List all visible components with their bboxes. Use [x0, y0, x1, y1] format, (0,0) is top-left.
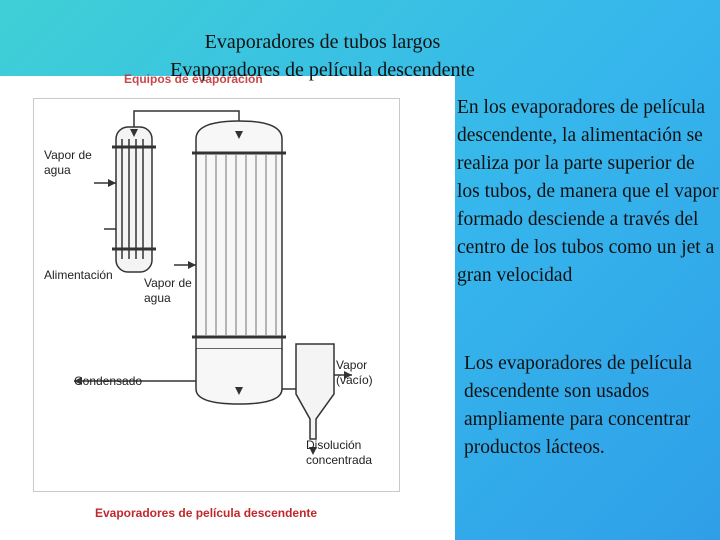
evaporator-diagram [74, 110, 352, 455]
label-alimentacion: Alimentación [44, 268, 113, 282]
slide-title-line2: Evaporadores de película descendente [170, 59, 475, 81]
diagram-figure: Equipos de evaporación [0, 72, 455, 540]
label-vapor-de-agua-2: Vapor de agua [144, 276, 192, 305]
label-condensado: Condensado [74, 374, 143, 388]
diagram-frame [33, 98, 400, 492]
label-vapor-vacio: Vapor (vacío) [336, 358, 373, 387]
slide-title-line1: Evaporadores de tubos largos [204, 31, 441, 53]
label-vapor-de-agua-1: Vapor de agua [44, 148, 92, 177]
description-paragraph: En los evaporadores de película descende… [457, 97, 719, 286]
usage-paragraph: Los evaporadores de película descendente… [464, 353, 692, 458]
label-disolucion-concentrada: Disolución concentrada [306, 438, 373, 467]
figure-caption: Evaporadores de película descendente [95, 506, 318, 520]
figure-header-fragment: Equipos de evaporación [124, 72, 263, 86]
